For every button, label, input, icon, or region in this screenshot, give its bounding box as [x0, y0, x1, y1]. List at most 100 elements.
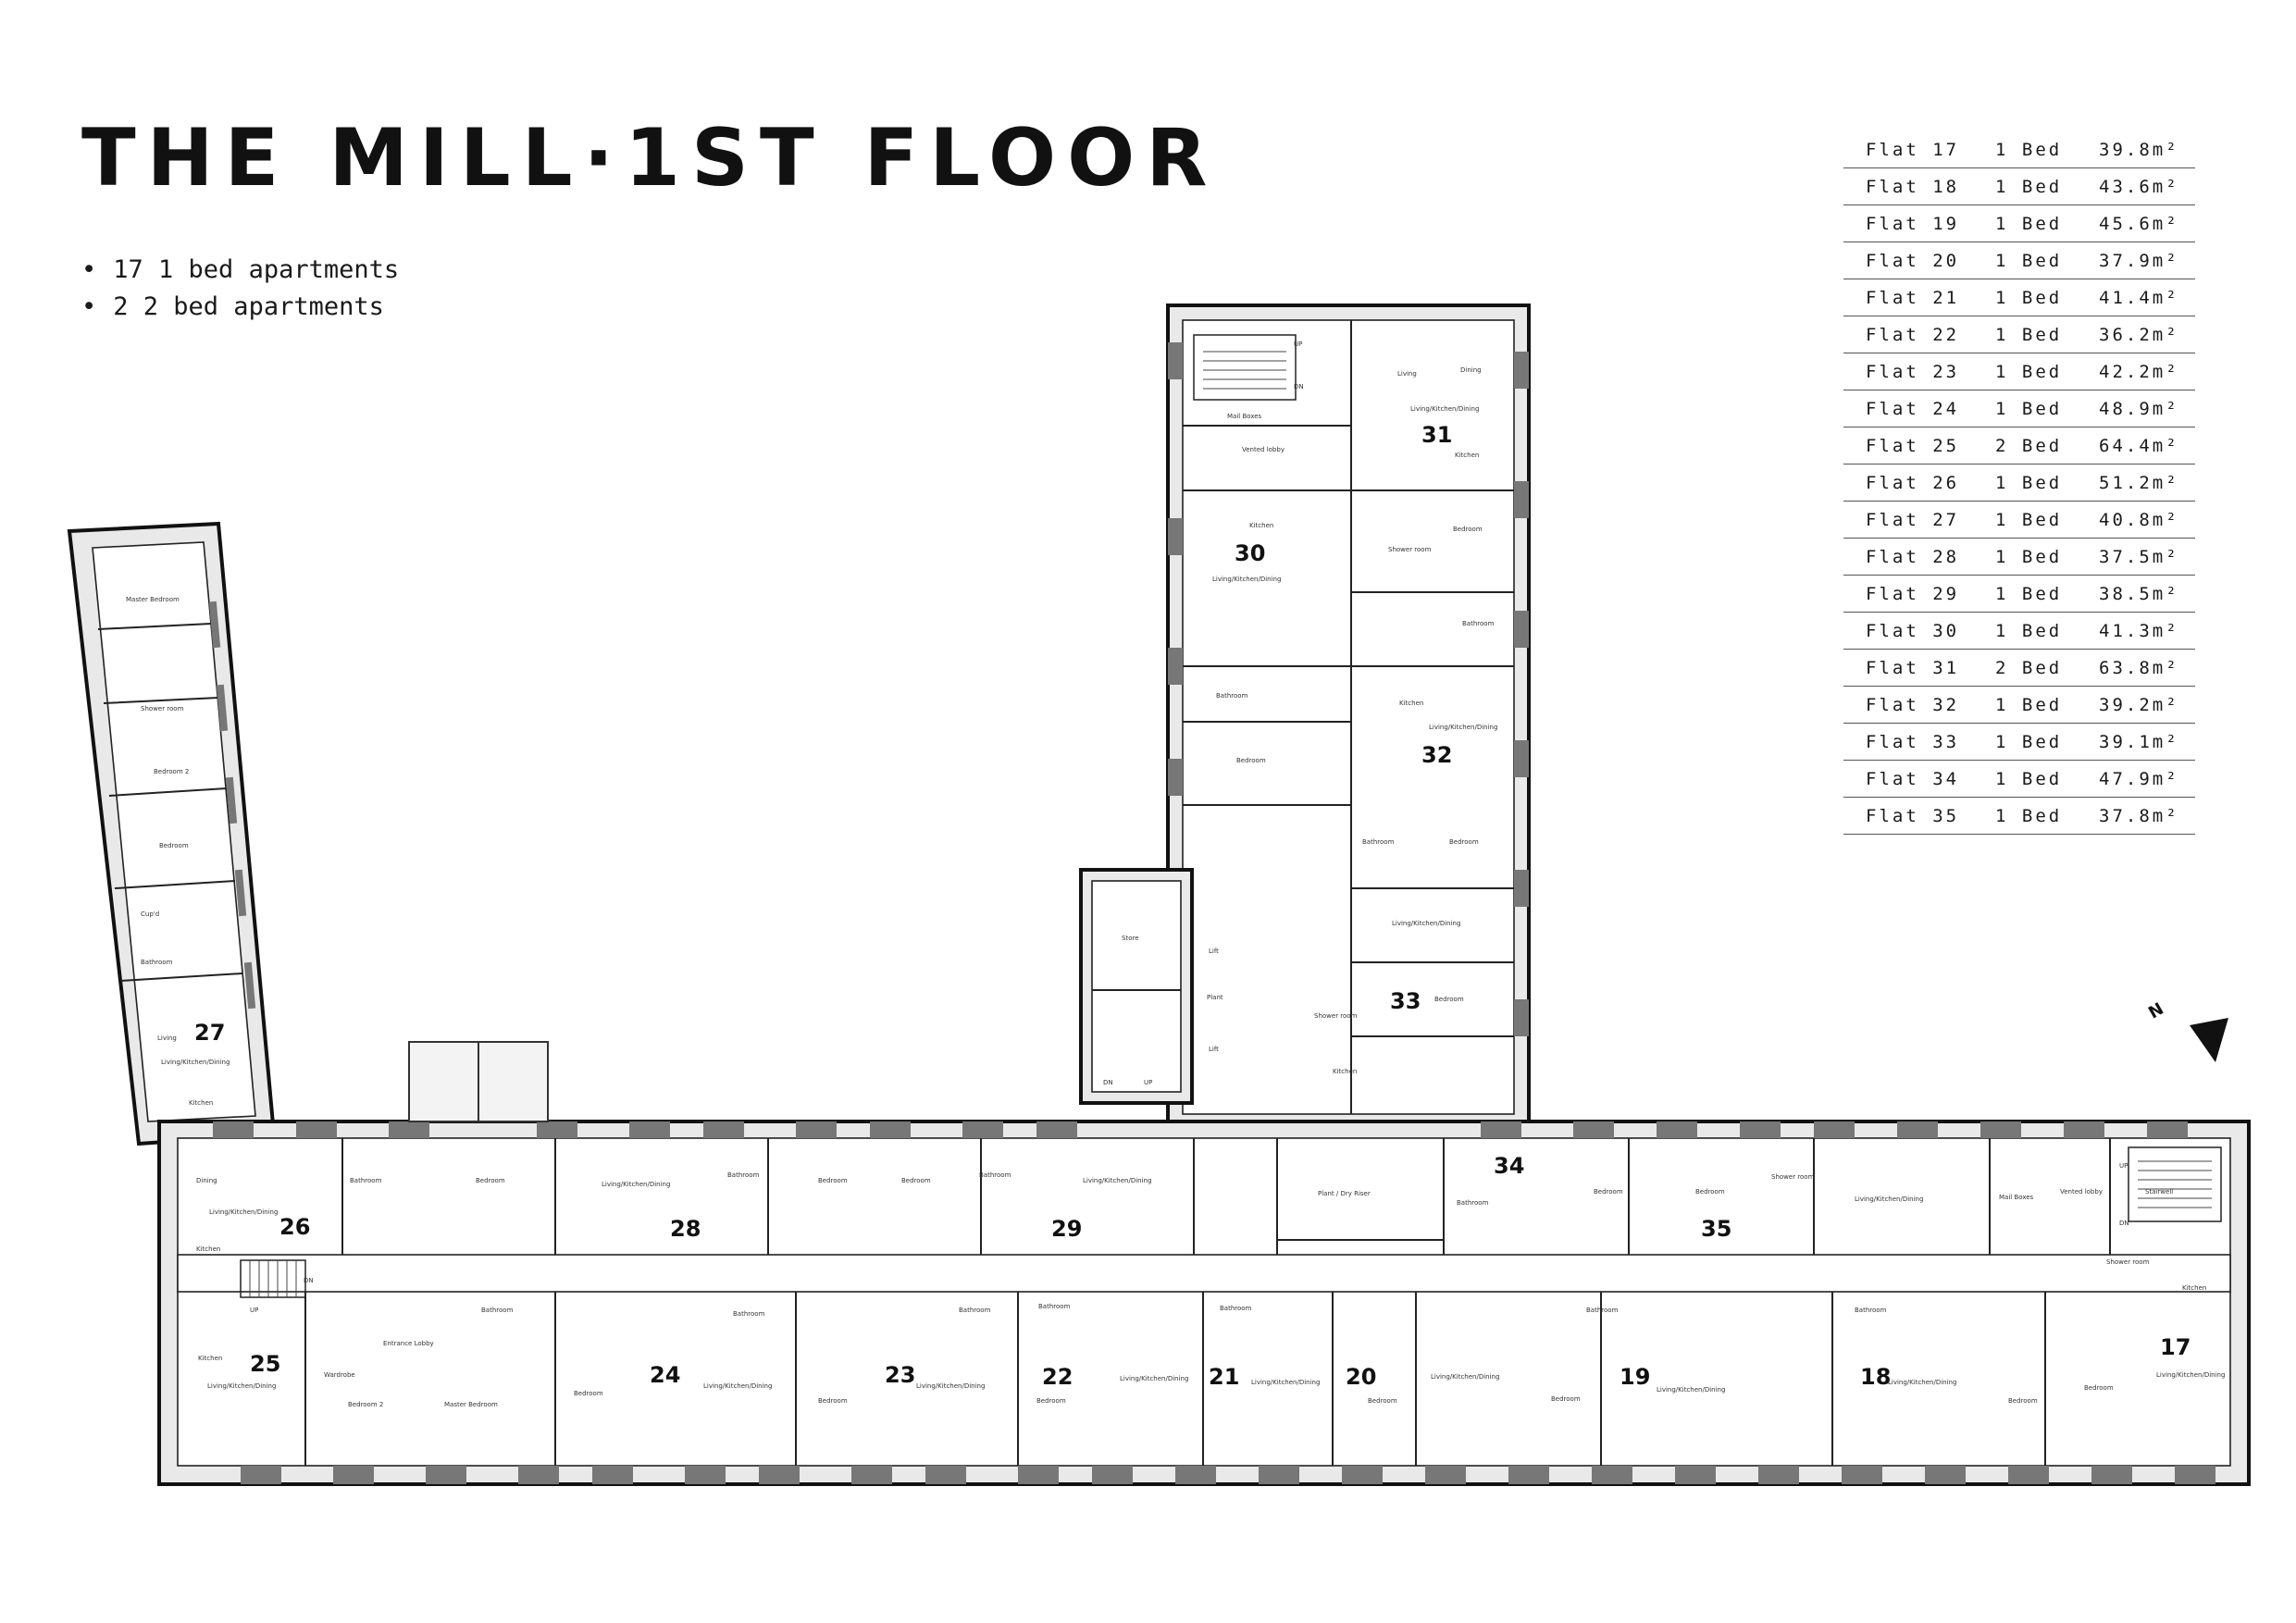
schedule-type: 1 Bed — [1995, 768, 2063, 789]
room-label: Vented lobby — [1242, 446, 1285, 453]
east-stair — [2128, 1146, 2222, 1222]
room-label: Living/Kitchen/Dining — [1888, 1379, 1956, 1386]
room-label: Living/Kitchen/Dining — [207, 1382, 276, 1390]
room-label: Bedroom — [159, 842, 189, 849]
schedule-flat: Flat 28 — [1866, 546, 1960, 567]
room-label: Living/Kitchen/Dining — [1431, 1373, 1499, 1381]
room-label: Bedroom 2 — [348, 1401, 383, 1408]
room-label: Bathroom — [481, 1307, 514, 1314]
stair-up-label: UP — [1294, 341, 1302, 348]
svg-text:N: N — [2145, 999, 2167, 1023]
room-label: Lift — [1209, 1046, 1219, 1053]
flat-number-26: 26 — [279, 1214, 310, 1240]
flat-numbers: 17 18 19 20 21 22 23 24 25 26 27 28 29 3… — [194, 422, 2191, 1390]
schedule-flat: Flat 34 — [1866, 768, 1960, 789]
room-label: Entrance Lobby — [383, 1340, 434, 1347]
schedule-flat: Flat 26 — [1866, 472, 1960, 493]
room-label: Kitchen — [1399, 700, 1423, 707]
room-label: Bedroom — [1449, 838, 1479, 846]
schedule-area: 37.5m² — [2099, 546, 2179, 567]
room-label: Plant / Dry Riser — [1318, 1190, 1371, 1197]
schedule-type: 1 Bed — [1995, 805, 2063, 826]
room-label: Bedroom — [818, 1177, 848, 1184]
schedule-area: 36.2m² — [2099, 324, 2179, 345]
room-label: Bedroom 2 — [154, 768, 189, 775]
room-label: Shower room — [1314, 1012, 1358, 1020]
schedule-area: 41.4m² — [2099, 287, 2179, 308]
schedule-area: 63.8m² — [2099, 657, 2179, 678]
flat-number-18: 18 — [1860, 1364, 1891, 1390]
main-wing — [157, 1120, 2251, 1486]
schedule-area: 42.2m² — [2099, 361, 2179, 382]
schedule-flat: Flat 29 — [1866, 583, 1960, 604]
room-label: Bathroom — [1362, 838, 1395, 846]
room-label: Living/Kitchen/Dining — [1657, 1386, 1725, 1394]
room-label: Mail Boxes — [1999, 1194, 2034, 1201]
schedule-flat: Flat 25 — [1866, 435, 1960, 456]
room-label: Living/Kitchen/Dining — [1410, 405, 1479, 413]
room-label: Cup'd — [141, 911, 159, 918]
schedule-area: 40.8m² — [2099, 509, 2179, 530]
room-label: Bedroom — [2084, 1384, 2114, 1392]
room-label: Bedroom — [818, 1397, 848, 1405]
west-wing — [67, 521, 277, 1146]
flat-number-17: 17 — [2160, 1334, 2191, 1360]
room-label: Bathroom — [141, 959, 173, 966]
room-label: Bathroom — [1462, 620, 1495, 627]
room-label: Living/Kitchen/Dining — [916, 1382, 985, 1390]
lift-core — [1079, 868, 1194, 1105]
north-arrow-icon: N — [2145, 999, 2228, 1062]
flat-number-20: 20 — [1346, 1364, 1376, 1390]
stair-down-label: DN — [1294, 383, 1304, 390]
schedule-area: 51.2m² — [2099, 472, 2179, 493]
summary-item-2bed: 2 2 bed apartments — [81, 289, 399, 326]
room-label: Living/Kitchen/Dining — [1083, 1177, 1151, 1184]
room-label: Bathroom — [959, 1307, 991, 1314]
room-label: Bedroom — [476, 1177, 505, 1184]
flat-number-29: 29 — [1051, 1216, 1082, 1242]
room-label: Bedroom — [1453, 526, 1483, 533]
plant-room-wall — [1276, 1144, 1445, 1241]
schedule-flat: Flat 18 — [1866, 176, 1960, 197]
flat-number-32: 32 — [1421, 742, 1452, 768]
room-label: Bathroom — [1038, 1303, 1071, 1310]
room-label: Living/Kitchen/Dining — [209, 1208, 278, 1216]
schedule-area: 45.6m² — [2099, 213, 2179, 234]
schedule-type: 1 Bed — [1995, 731, 2063, 752]
flat-number-21: 21 — [1209, 1364, 1239, 1390]
page-title: THE MILL·1ST FLOOR — [81, 112, 1219, 204]
room-label: Store — [1122, 935, 1139, 942]
schedule-flat: Flat 35 — [1866, 805, 1960, 826]
room-label: Bedroom — [1368, 1397, 1397, 1405]
room-label: Bedroom — [1695, 1188, 1725, 1196]
room-label: Kitchen — [198, 1355, 222, 1362]
room-label: Shower room — [2106, 1258, 2150, 1266]
summary-list: 17 1 bed apartments 2 2 bed apartments — [81, 252, 399, 326]
flat-number-31: 31 — [1421, 422, 1452, 448]
room-label: Bedroom — [1036, 1397, 1066, 1405]
room-label: Living/Kitchen/Dining — [1120, 1375, 1188, 1382]
schedule-type: 1 Bed — [1995, 287, 2063, 308]
schedule-type: 1 Bed — [1995, 250, 2063, 271]
flat-number-22: 22 — [1042, 1364, 1073, 1390]
flat-number-27: 27 — [194, 1020, 225, 1046]
room-label: Bathroom — [733, 1310, 765, 1318]
schedule-flat: Flat 27 — [1866, 509, 1960, 530]
room-label: Bedroom — [1434, 996, 1464, 1003]
room-label: Stairwell — [2145, 1188, 2173, 1196]
schedule-area: 39.2m² — [2099, 694, 2179, 715]
schedule-flat: Flat 33 — [1866, 731, 1960, 752]
schedule-flat: Flat 31 — [1866, 657, 1960, 678]
room-label: Bedroom — [574, 1390, 603, 1397]
schedule-flat: Flat 32 — [1866, 694, 1960, 715]
